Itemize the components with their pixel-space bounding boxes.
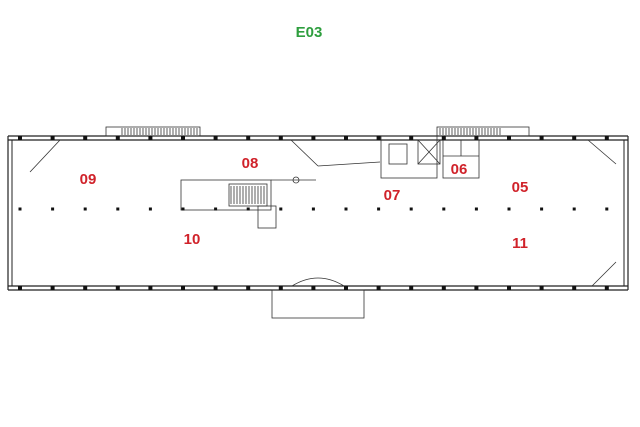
entrance-canopy [271,277,365,319]
diagonal-partitions [29,139,617,287]
structural-columns [18,136,609,290]
room-label-10: 10 [184,231,201,248]
room-label-05: 05 [512,179,529,196]
building-outline [7,135,629,291]
room-labels: 09 08 07 06 05 10 11 [80,155,529,252]
room-label-11: 11 [512,235,528,252]
room-label-09: 09 [80,171,97,188]
room-label-06: 06 [451,161,468,178]
room-label-07: 07 [384,187,401,204]
floor-title: E03 [296,24,323,41]
central-staircase [180,176,316,229]
room-label-08: 08 [242,155,259,172]
top-balconies [105,126,530,137]
service-core [380,135,480,179]
